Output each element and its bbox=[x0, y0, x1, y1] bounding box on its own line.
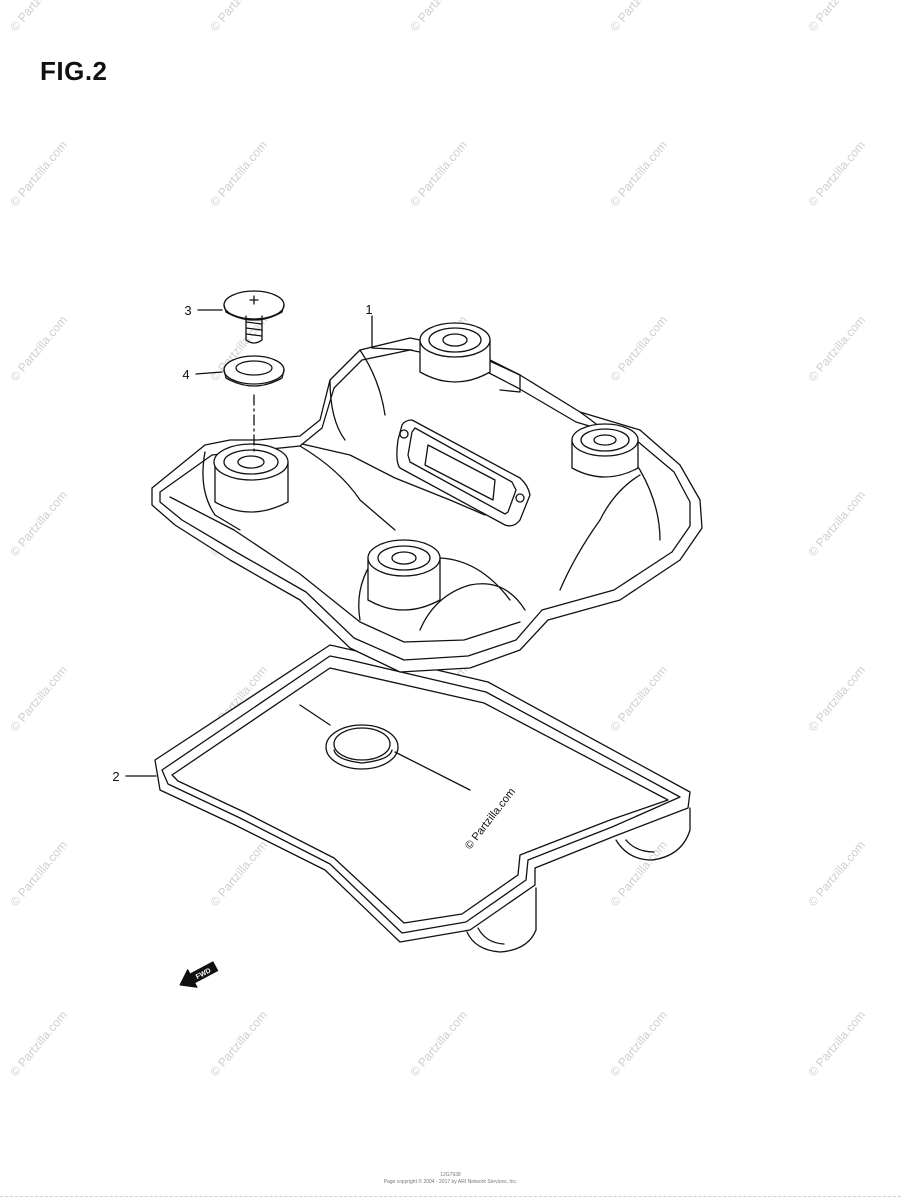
boss-front bbox=[367, 539, 441, 611]
footer-copyright: Page copyright © 2004 - 2017 by ARI Netw… bbox=[383, 1179, 518, 1185]
fwd-arrow: FWD bbox=[179, 961, 219, 988]
footer-code: 12G7938 bbox=[440, 1172, 461, 1178]
figure-title: FIG.2 bbox=[40, 56, 108, 86]
boss-right bbox=[571, 423, 639, 478]
leader-4 bbox=[195, 371, 223, 375]
callout-3[interactable]: 3 bbox=[184, 303, 191, 318]
callout-2[interactable]: 2 bbox=[112, 769, 119, 784]
callout-1[interactable]: 1 bbox=[365, 302, 372, 317]
footer: 12G7938 Page copyright © 2004 - 2017 by … bbox=[0, 1172, 901, 1186]
bolt[interactable] bbox=[223, 290, 285, 344]
boss-rear bbox=[419, 322, 491, 383]
bottom-rule bbox=[0, 1196, 901, 1197]
cylinder-head-cover[interactable] bbox=[151, 322, 703, 673]
boss-left bbox=[213, 443, 289, 513]
cover-gasket[interactable]: © Partzilla.com bbox=[154, 644, 691, 953]
callout-4[interactable]: 4 bbox=[182, 367, 189, 382]
fwd-arrow-label: FWD bbox=[195, 967, 212, 981]
leader-1 bbox=[371, 315, 413, 351]
seal-washer[interactable] bbox=[223, 355, 285, 387]
